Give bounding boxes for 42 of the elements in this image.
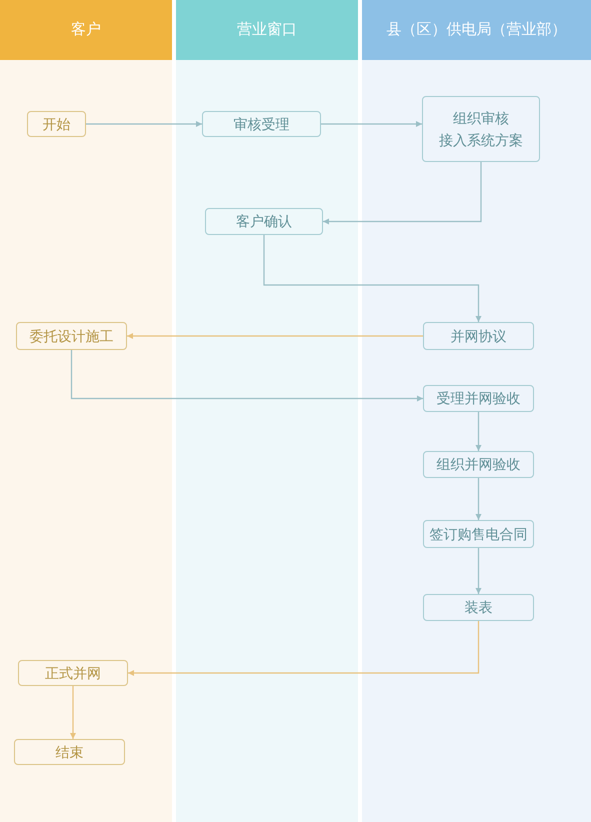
process-box — [27, 111, 86, 137]
arrow — [476, 478, 482, 520]
box-text: 受理并网验收 — [436, 389, 520, 408]
arrow — [86, 121, 202, 127]
arrow — [323, 162, 482, 224]
process-box — [423, 322, 534, 350]
process-box — [18, 660, 128, 686]
box-text: 并网协议 — [450, 326, 506, 346]
box-text: 结束 — [56, 742, 84, 762]
swimlane — [362, 0, 591, 822]
box-text: 开始 — [42, 114, 70, 134]
arrow — [476, 412, 482, 451]
arrow — [263, 235, 482, 322]
process-box — [16, 322, 127, 350]
arrow — [70, 350, 423, 402]
process-box — [422, 96, 540, 162]
swimlane — [0, 0, 172, 822]
process-box — [423, 451, 534, 478]
arrow — [127, 333, 423, 339]
process-box — [202, 111, 321, 137]
box-text: 客户确认 — [236, 212, 292, 232]
lane-title: 县（区）供电局（营业部） — [386, 20, 566, 40]
box-text: 组织并网验收 — [436, 455, 520, 474]
box-text: 委托设计施工 — [30, 326, 114, 346]
arrow — [476, 548, 482, 594]
box-text: 接入系统方案 — [439, 131, 523, 150]
process-box — [423, 520, 534, 548]
arrow — [128, 621, 480, 676]
box-text: 审核受理 — [234, 114, 290, 134]
box-text: 组织审核 — [453, 108, 509, 128]
process-box — [205, 208, 323, 235]
swimlane — [176, 0, 358, 822]
arrow — [321, 121, 422, 127]
lane-title: 营业窗口 — [237, 20, 297, 40]
box-text: 正式并网 — [45, 664, 101, 683]
process-box — [423, 594, 534, 621]
arrow — [70, 686, 76, 739]
box-text: 装表 — [464, 598, 492, 618]
lane-title: 客户 — [71, 20, 101, 40]
process-box — [14, 739, 125, 765]
box-text: 签订购售电合同 — [430, 524, 528, 544]
process-box — [423, 385, 534, 412]
